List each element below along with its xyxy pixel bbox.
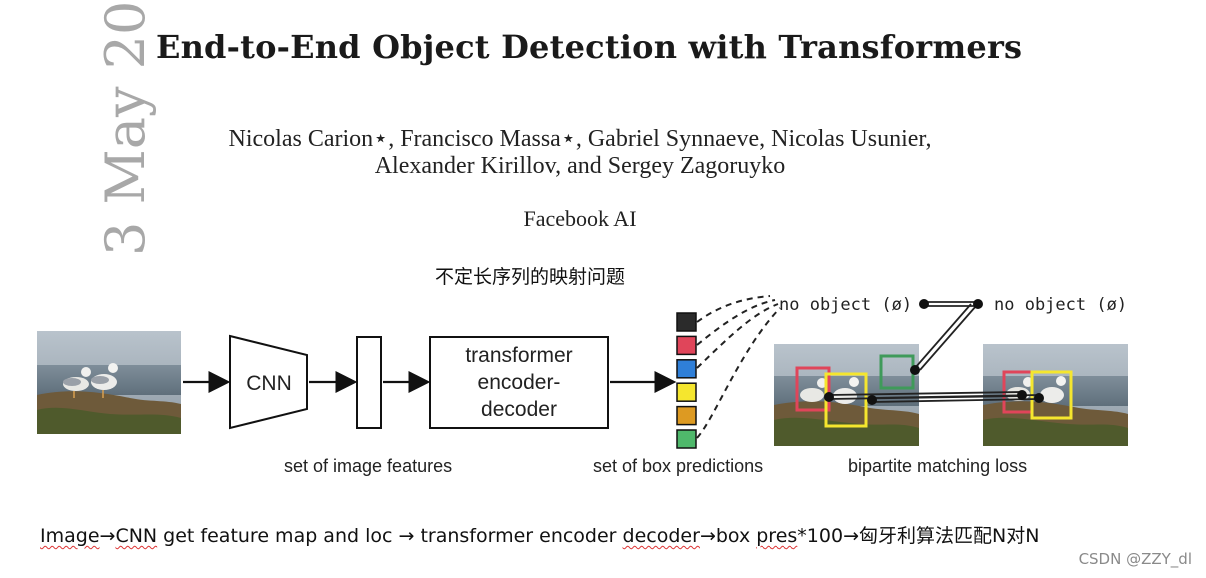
no-object-label-right: no object (ø) <box>994 295 1128 315</box>
transformer-label: transformer encoder- decoder <box>432 342 606 423</box>
dashed-link-4 <box>696 307 781 439</box>
prediction-slot-3 <box>676 359 697 379</box>
summary-text-tail: *100 <box>797 525 844 547</box>
prediction-photo <box>774 344 919 446</box>
predicted-box-red <box>795 366 831 412</box>
transformer-label-line-1: transformer <box>465 344 573 367</box>
image-features-block <box>356 336 382 429</box>
affiliation: Facebook AI <box>523 206 637 231</box>
summary-text-transformer: transformer encoder <box>414 525 623 547</box>
arrow-glyph: → <box>398 525 415 547</box>
prediction-slot-6 <box>676 429 697 449</box>
arxiv-date-graphic: 3 May 2020 <box>94 0 157 256</box>
prediction-slot-2 <box>676 335 697 356</box>
cnn-block <box>229 334 308 430</box>
csdn-watermark: CSDN @ZZY_dl <box>1078 550 1192 568</box>
transformer-label-line-3: decoder <box>481 398 557 421</box>
summary-text-chinese: 匈牙利算法匹配N对N <box>858 525 1040 547</box>
summary-text-box: box <box>715 525 757 547</box>
transformer-block <box>429 336 609 429</box>
caption-image-features: set of image features <box>284 456 453 476</box>
section-heading: 不定长序列的映射问题 <box>434 266 625 288</box>
caption-box-predictions: set of box predictions <box>593 456 764 476</box>
summary-text: Image→CNN get feature map and loc → tran… <box>40 521 1039 548</box>
authors-line-2: Alexander Kirillov, and Sergey Zagoruyko <box>374 153 786 179</box>
no-object-label-left: no object (ø) <box>779 295 913 315</box>
prediction-slot-1 <box>676 312 697 332</box>
arxiv-date-stamp: 3 May 2020 <box>78 0 308 256</box>
cnn-label: CNN <box>246 372 292 395</box>
summary-word-decoder: decoder <box>622 525 700 547</box>
input-photo <box>37 331 181 434</box>
summary-word-pres: pres <box>756 525 798 547</box>
summary-word-cnn: CNN <box>115 525 158 547</box>
dashed-link-1 <box>696 295 771 323</box>
dashed-link-2 <box>696 299 776 346</box>
authors-line-1: Nicolas Carion⋆, Francisco Massa⋆, Gabri… <box>228 126 932 152</box>
summary-word-image: Image <box>40 525 100 547</box>
arrow-glyph: → <box>843 525 859 547</box>
box-predictions <box>676 312 697 449</box>
paper-title: End-to-End Object Detection with Transfo… <box>156 28 1023 66</box>
arrow-glyph: → <box>99 525 116 547</box>
caption-bipartite-matching: bipartite matching loss <box>848 456 1028 476</box>
arrow-glyph: → <box>699 525 716 547</box>
prediction-slot-5 <box>676 405 697 426</box>
dashed-link-3 <box>696 303 779 369</box>
arxiv-date-text: 3 May 2020 <box>94 0 157 256</box>
prediction-slot-4 <box>676 382 697 402</box>
transformer-label-line-2: encoder- <box>477 371 561 394</box>
matching-dots <box>824 299 1044 405</box>
matching-lines <box>828 301 1039 403</box>
summary-text-middle: get feature map and loc <box>157 525 399 547</box>
